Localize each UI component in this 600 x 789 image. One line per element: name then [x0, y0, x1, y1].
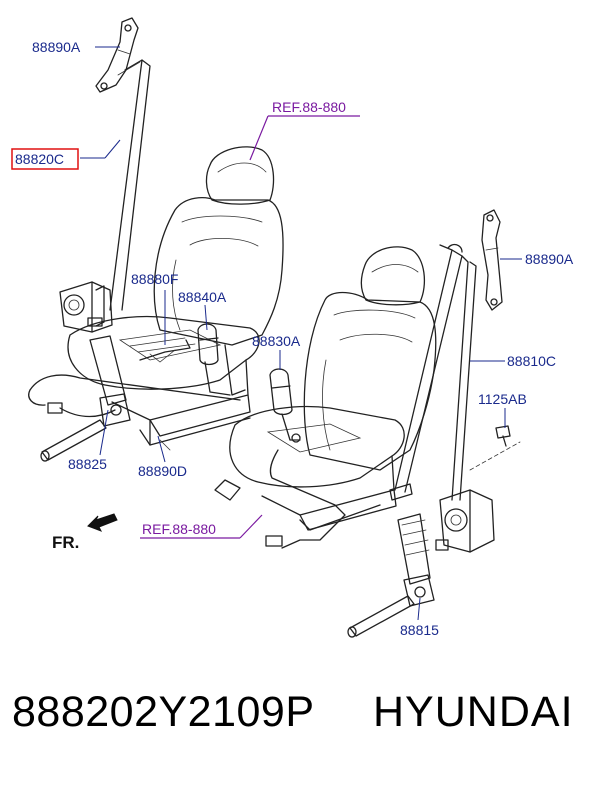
label-88880F: 88880F — [131, 271, 178, 287]
label-1125AB: 1125AB — [478, 391, 527, 407]
right-upper-anchor — [481, 209, 503, 311]
left-seat-illustration — [28, 146, 284, 451]
front-direction-arrow — [87, 513, 118, 532]
label-88840A: 88840A — [178, 289, 227, 305]
left-seat-sensor — [139, 339, 191, 363]
label-ref-bottom: REF.88-880 — [142, 521, 216, 537]
right-buckle — [265, 368, 346, 549]
label-88890A-right: 88890A — [525, 251, 574, 267]
left-buckle — [197, 323, 231, 396]
label-88810C: 88810C — [507, 353, 556, 369]
footer: 888202Y2109P HYUNDAI — [0, 688, 600, 758]
highlight-box — [11, 148, 79, 170]
label-88830A: 88830A — [252, 333, 301, 349]
leader-lines — [80, 46, 522, 621]
label-88890A-top: 88890A — [32, 39, 81, 55]
brand-name: HYUNDAI — [373, 688, 574, 736]
label-ref-top: REF.88-880 — [272, 99, 346, 115]
right-seat-belt-webbing — [389, 243, 477, 501]
right-lower-anchor — [347, 513, 435, 638]
label-88820C: 88820C — [15, 151, 64, 167]
label-88815: 88815 — [400, 622, 439, 638]
label-fr: FR. — [52, 533, 79, 552]
seat-belt-assembly-diagram: 88890A 88820C REF.88-880 88880F 88840A 8… — [11, 17, 574, 638]
right-seat-illustration — [214, 246, 437, 531]
left-seat-belt-webbing — [109, 59, 151, 311]
right-retractor — [435, 489, 495, 553]
left-upper-anchor — [95, 17, 139, 93]
label-88890D: 88890D — [138, 463, 187, 479]
part-number: 888202Y2109P — [12, 688, 315, 736]
left-lower-anchor — [40, 335, 131, 462]
label-88825: 88825 — [68, 456, 107, 472]
left-retractor — [59, 281, 113, 333]
mounting-bolt — [469, 425, 521, 471]
